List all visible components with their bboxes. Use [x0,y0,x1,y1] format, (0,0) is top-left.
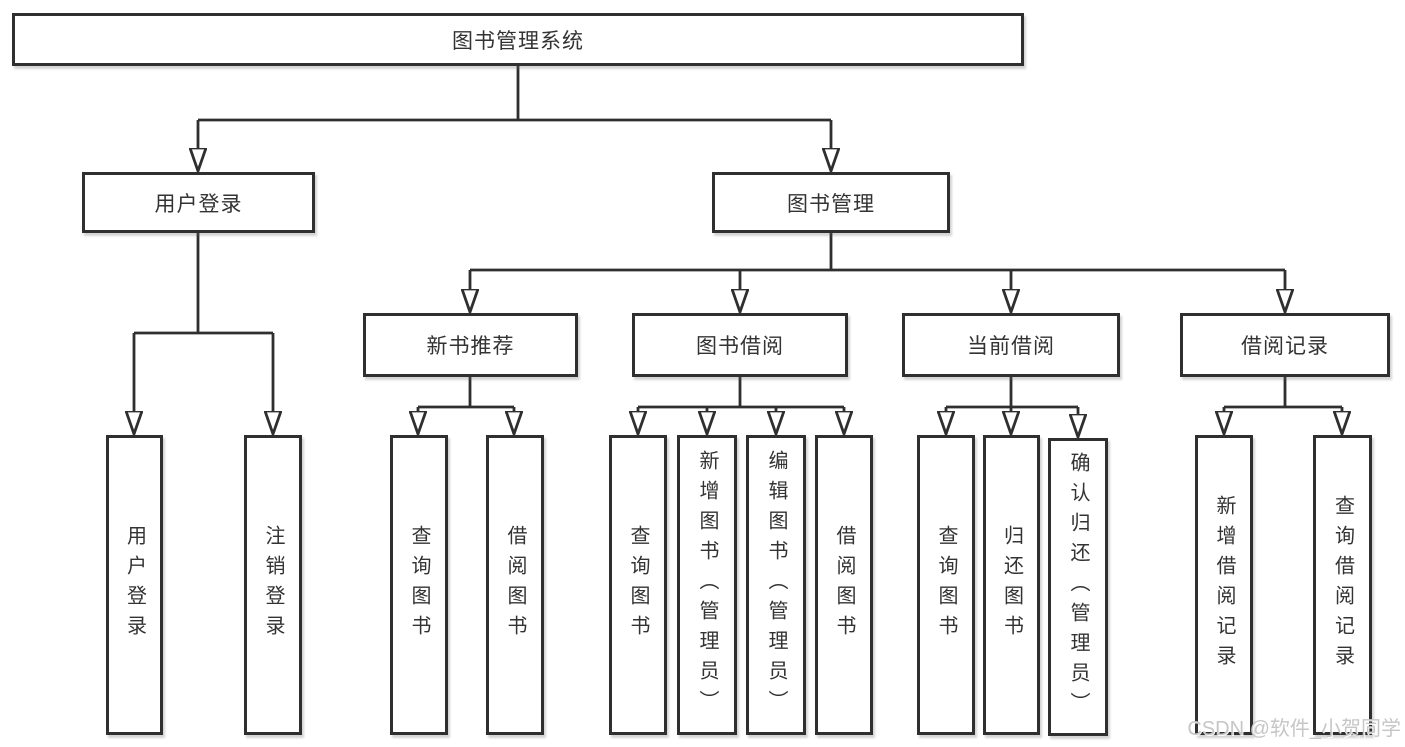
node-borrowing-records-label: 借阅记录 [1241,335,1329,358]
node-leaf-recommend-borrow-books: 借阅图书 [486,435,544,735]
node-user-login: 用户登录 [82,172,315,233]
node-leaf-add-books-admin: 新增图书（管理员） [677,435,737,735]
node-leaf-borrow-books: 借阅图书 [815,435,873,735]
node-leaf-add-books-admin-label: 新增图书（管理员） [696,450,718,720]
node-current-borrowing: 当前借阅 [902,313,1120,377]
node-root-label: 图书管理系统 [452,29,584,53]
node-borrowing-records: 借阅记录 [1180,313,1390,377]
node-leaf-confirm-return-admin: 确认归还（管理员） [1048,438,1108,736]
node-leaf-add-borrow-record-label: 新增借阅记录 [1213,495,1235,675]
node-leaf-add-borrow-record: 新增借阅记录 [1195,435,1253,735]
node-leaf-user-login: 用户登录 [106,435,163,735]
node-leaf-logout-label: 注销登录 [262,525,284,645]
node-leaf-recommend-borrow-books-label: 借阅图书 [504,525,526,645]
node-root: 图书管理系统 [12,13,1024,66]
node-leaf-borrowing-query-books-label: 查询图书 [627,525,649,645]
node-leaf-edit-books-admin: 编辑图书（管理员） [746,435,806,735]
node-leaf-recommend-query-books: 查询图书 [390,435,448,735]
node-new-book-recommend: 新书推荐 [363,313,578,377]
node-user-login-label: 用户登录 [154,192,243,216]
node-leaf-current-query-books-label: 查询图书 [935,525,957,645]
node-leaf-return-books-label: 归还图书 [1000,525,1023,645]
node-leaf-user-login-label: 用户登录 [123,525,146,645]
node-leaf-logout: 注销登录 [244,435,302,735]
node-book-borrowing-label: 图书借阅 [696,335,784,358]
node-leaf-return-books: 归还图书 [983,435,1040,735]
node-book-management: 图书管理 [712,172,950,233]
node-leaf-query-borrow-record: 查询借阅记录 [1313,435,1372,735]
node-leaf-confirm-return-admin-label: 确认归还（管理员） [1067,452,1089,722]
node-leaf-borrow-books-label: 借阅图书 [833,525,855,645]
node-leaf-edit-books-admin-label: 编辑图书（管理员） [765,450,787,720]
node-leaf-borrowing-query-books: 查询图书 [609,435,667,735]
node-current-borrowing-label: 当前借阅 [967,335,1055,358]
node-leaf-query-borrow-record-label: 查询借阅记录 [1331,495,1354,675]
csdn-watermark: CSDN @软件_小贺同学 [1187,718,1401,740]
node-leaf-current-query-books: 查询图书 [917,435,975,735]
node-book-borrowing: 图书借阅 [632,313,848,377]
node-new-book-recommend-label: 新书推荐 [426,335,515,358]
node-leaf-recommend-query-books-label: 查询图书 [408,525,430,645]
node-book-management-label: 图书管理 [787,192,875,216]
